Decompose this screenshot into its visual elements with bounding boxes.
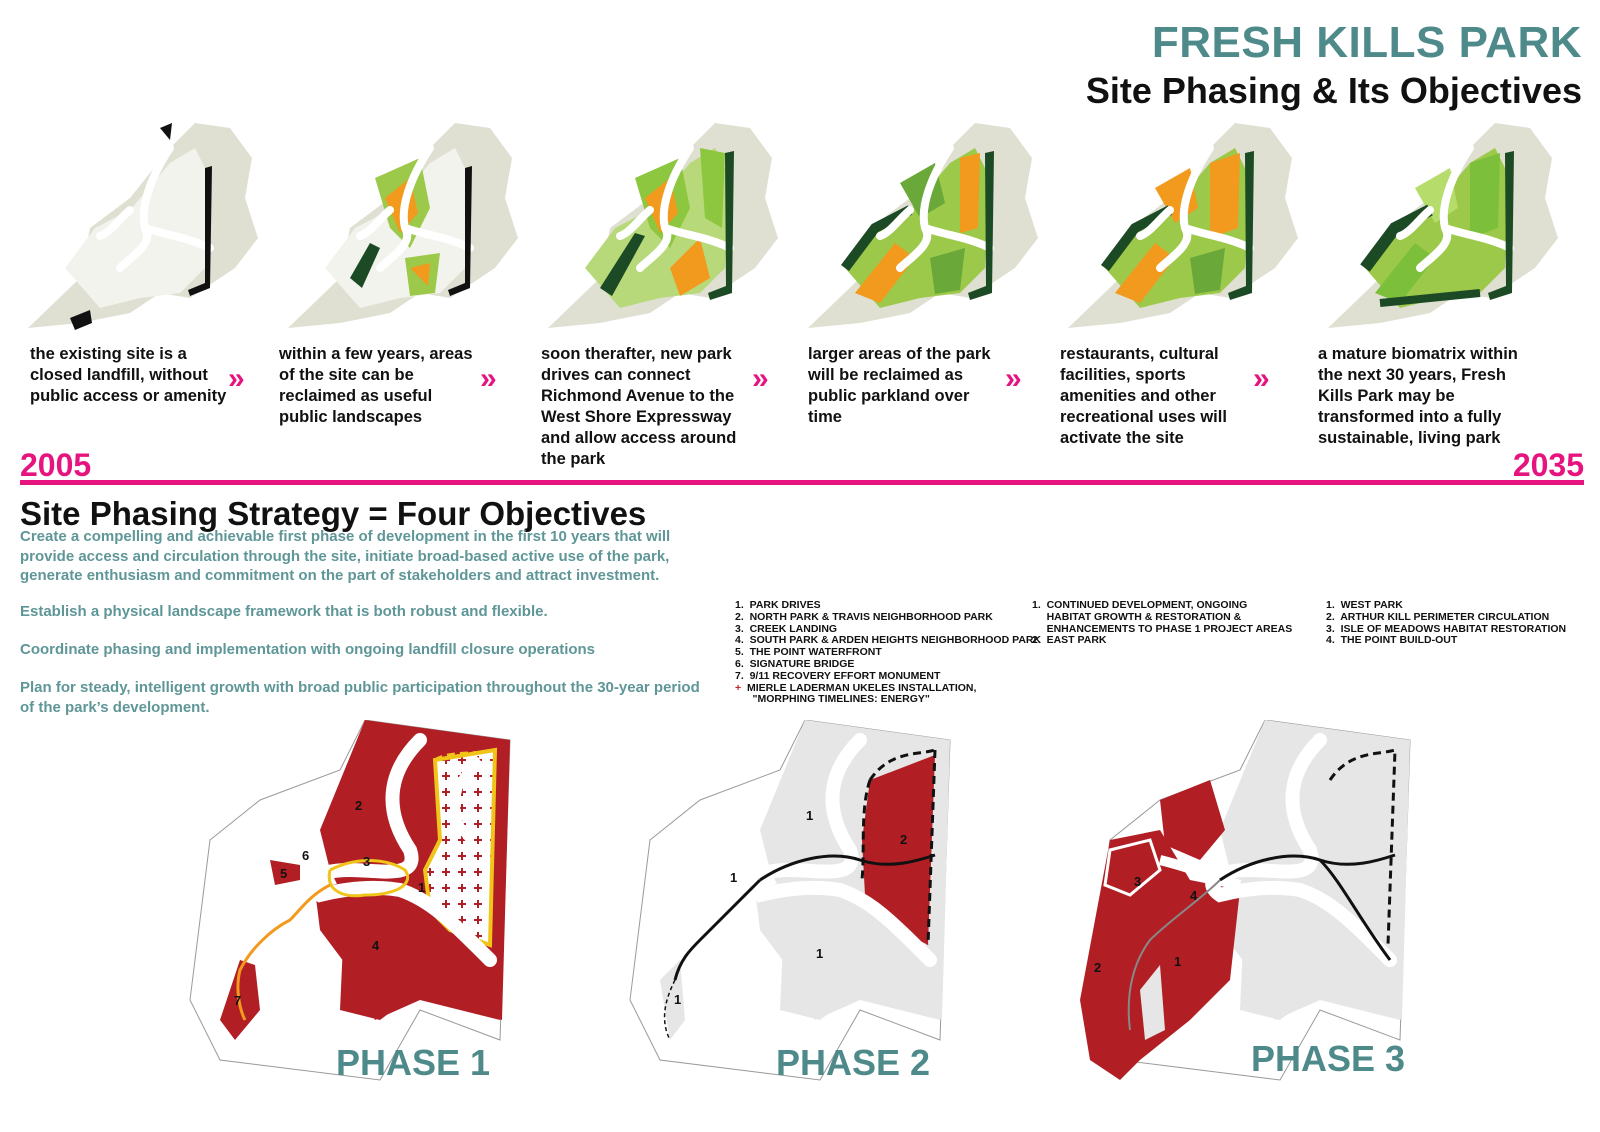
legend-item: 1. WEST PARK [1326,599,1403,611]
legend-item: "MORPHING TIMELINES: ENERGY" [752,693,930,706]
legend-item: 5. THE POINT WATERFRONT [735,646,882,659]
legend-item: 2. EAST PARK [1032,634,1107,647]
phase-2-map: 1 2 1 1 1 [629,720,951,1081]
chevron-right-icon: » [480,362,497,395]
stage-4-text: larger areas of the park will be reclaim… [808,345,991,426]
legend-item: 2. ARTHUR KILL PERIMETER CIRCULATION [1326,610,1550,623]
area-number: 1 [418,880,425,895]
area-number: 2 [355,798,362,813]
chevron-right-icon: » [1253,362,1270,395]
phase-3-label: PHASE 3 [1251,1038,1406,1079]
stage-6-text: a mature biomatrix within the next 30 ye… [1318,345,1518,447]
legend-item: 6. SIGNATURE BRIDGE [735,657,855,670]
phase-1-legend: 1. PARK DRIVES 2. NORTH PARK & TRAVIS NE… [735,599,1042,706]
stage-2-text: within a few years, areas of the site ca… [279,345,473,426]
area-number: 1 [1174,954,1181,969]
phase-3-map: 3 4 2 1 [1080,720,1411,1081]
legend-item: 3. ISLE OF MEADOWS HABITAT RESTORATION [1326,622,1567,635]
legend-item: + MIERLE LADERMAN UKELES INSTALLATION, [735,681,977,694]
stage-1-text: the existing site is a closed landfill, … [30,345,227,405]
stage-3-text: soon therafter, new park drives can conn… [541,345,737,468]
chevron-right-icon: » [1005,362,1022,395]
strategy-title: Site Phasing Strategy = Four Objectives [20,495,647,532]
area-number: 3 [363,854,370,869]
objective-3: Coordinate phasing and implementation wi… [20,641,596,658]
timeline-end-year: 2035 [1512,447,1584,483]
stage-6-map [1320,118,1560,340]
area-number: 2 [900,832,907,847]
stage-2-map [280,118,520,340]
phase-3-legend: 1. WEST PARK 2. ARTHUR KILL PERIMETER CI… [1326,599,1567,647]
legend-item: 4. SOUTH PARK & ARDEN HEIGHTS NEIGHBORHO… [735,634,1042,647]
timeline-bar [20,480,1584,485]
area-number: 3 [1134,874,1141,889]
stage-5-text: restaurants, cultural facilities, sports… [1060,345,1227,447]
legend-item: HABITAT GROWTH & RESTORATION & [1032,610,1242,623]
legend-item: 4. THE POINT BUILD-OUT [1326,634,1458,647]
area-number: 4 [1190,888,1198,903]
phase-1-label: PHASE 1 [336,1042,491,1083]
phase-2-legend: 1. CONTINUED DEVELOPMENT, ONGOING HABITA… [1032,599,1293,647]
legend-item: 2. NORTH PARK & TRAVIS NEIGHBORHOOD PARK [735,610,993,623]
page-subtitle: Site Phasing & Its Objectives [1085,70,1582,111]
stage-4-map [800,118,1040,340]
timeline-start-year: 2005 [20,447,92,483]
area-number: 1 [806,808,813,823]
objective-1: Create a compelling and achievable first… [20,528,671,584]
stage-3-map [540,118,780,340]
legend-item: 7. 9/11 RECOVERY EFFORT MONUMENT [735,669,941,682]
area-number: 2 [1094,960,1101,975]
area-number: 5 [280,866,287,881]
legend-item: 1. CONTINUED DEVELOPMENT, ONGOING [1032,599,1248,611]
objective-2: Establish a physical landscape framework… [20,603,548,620]
legend-item: ENHANCEMENTS TO PHASE 1 PROJECT AREAS [1032,622,1293,635]
phase-1-map: 2 6 3 5 1 4 7 [189,720,511,1081]
objective-4: Plan for steady, intelligent growth with… [20,679,700,716]
area-number: 1 [674,992,681,1007]
area-number: 6 [302,848,309,863]
stage-1-map [20,123,260,330]
chevron-right-icon: » [228,362,245,395]
chevron-right-icon: » [752,362,769,395]
legend-item: 3. CREEK LANDING [735,622,838,635]
page-title: FRESH KILLS PARK [1151,18,1582,67]
area-number: 1 [730,870,737,885]
area-number: 4 [372,938,380,953]
phase-2-label: PHASE 2 [776,1042,931,1083]
legend-item: 1. PARK DRIVES [735,599,821,611]
area-number: 7 [234,993,241,1008]
area-number: 1 [816,946,823,961]
plus-icon: + [735,681,742,694]
stage-5-map [1060,118,1300,340]
